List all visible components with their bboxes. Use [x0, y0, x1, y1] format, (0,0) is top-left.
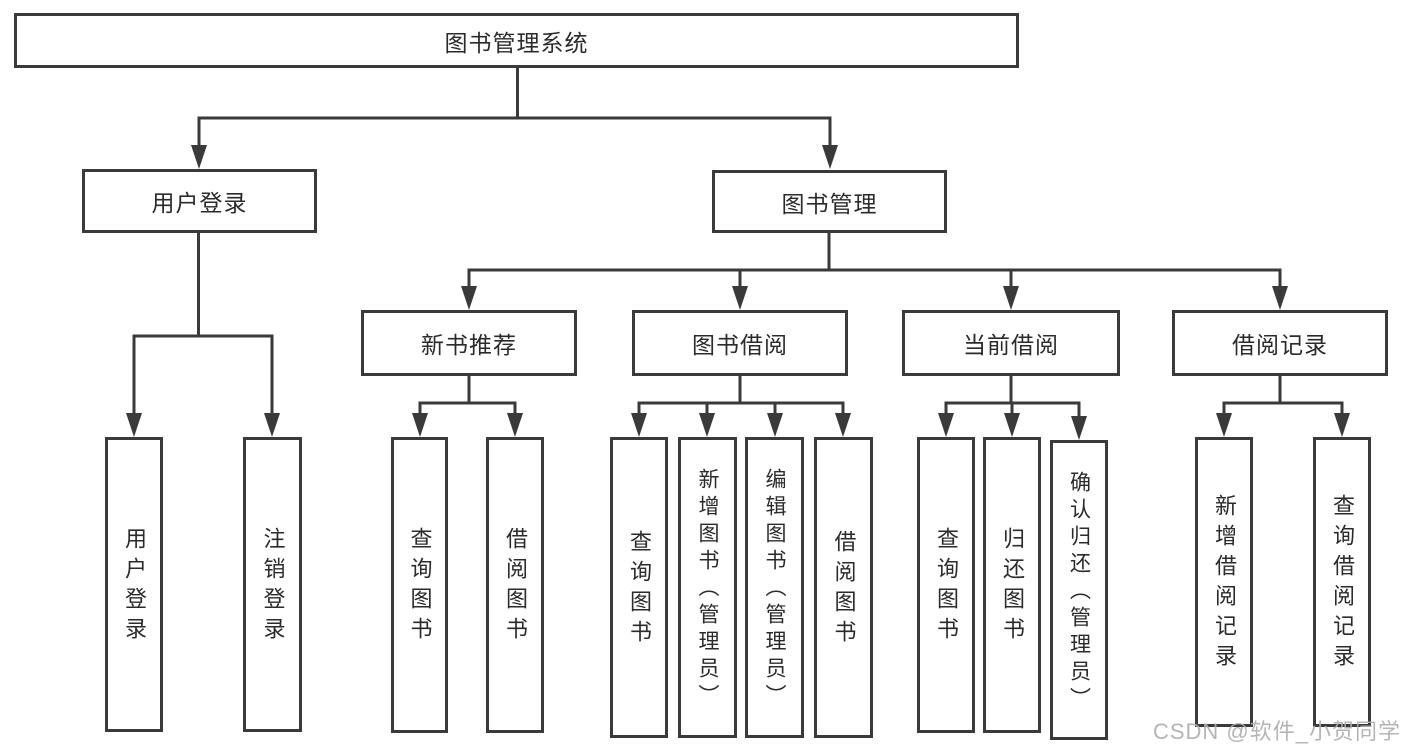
node-user-login: 用户登录: [82, 169, 317, 233]
node-new-book-recommend: 新书推荐: [361, 310, 577, 376]
leaf-borrow-books: 借阅图书: [814, 437, 873, 738]
csdn-watermark: CSDN @软件_小贺同学: [1152, 719, 1401, 744]
edge-userlogin-to-leaves: [126, 233, 280, 437]
leaf-edit-books-admin: 编辑图书（管理员）: [745, 437, 804, 738]
node-root-library-system: 图书管理系统: [14, 13, 1019, 68]
edge-bookborrowing-to-leaves: [631, 376, 851, 437]
leaf-query-books-current: 查询图书: [917, 437, 975, 733]
edge-borrowrecords-to-leaves: [1216, 376, 1350, 437]
leaf-user-login: 用户登录: [105, 437, 163, 732]
node-book-management: 图书管理: [712, 170, 947, 233]
node-borrow-records: 借阅记录: [1172, 310, 1388, 376]
leaf-query-books-recommend: 查询图书: [391, 437, 448, 733]
node-current-borrowing: 当前借阅: [902, 310, 1120, 376]
leaf-logout: 注销登录: [243, 437, 302, 732]
leaf-return-books: 归还图书: [983, 437, 1041, 733]
leaf-borrow-books-recommend: 借阅图书: [486, 437, 544, 733]
edge-currentborrowing-to-leaves: [938, 376, 1087, 440]
edge-bookmgmt-to-level3: [461, 233, 1288, 310]
leaf-confirm-return-admin: 确认归还（管理员）: [1050, 440, 1108, 740]
leaf-add-books-admin: 新增图书（管理员）: [678, 437, 737, 738]
node-book-borrowing: 图书借阅: [632, 310, 848, 376]
edge-root-to-level2: [191, 68, 838, 169]
leaf-query-borrow-record: 查询借阅记录: [1313, 437, 1371, 727]
edge-newbooks-to-leaves: [412, 376, 523, 437]
leaf-query-books-borrowing: 查询图书: [610, 437, 668, 738]
leaf-add-borrow-record: 新增借阅记录: [1195, 437, 1253, 727]
